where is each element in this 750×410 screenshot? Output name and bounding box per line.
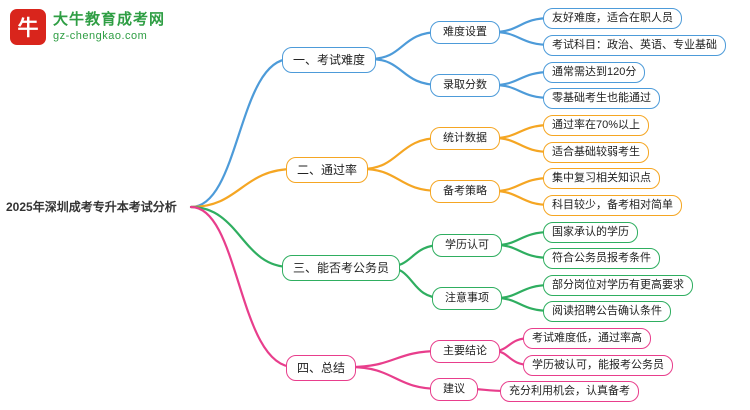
subnode-admission-score: 录取分数 — [430, 74, 500, 97]
leaf-node: 零基础考生也能通过 — [543, 88, 660, 109]
leaf-node: 充分利用机会，认真备考 — [500, 381, 639, 402]
leaf-node: 部分岗位对学历有更高要求 — [543, 275, 693, 296]
leaf-node: 国家承认的学历 — [543, 222, 638, 243]
branch-node-civil-service: 三、能否考公务员 — [282, 255, 401, 281]
subnode-precautions: 注意事项 — [432, 287, 502, 310]
logo-bull-icon: 牛 — [10, 9, 46, 45]
subnode-statistics: 统计数据 — [430, 127, 500, 150]
logo-mark-glyph: 牛 — [17, 17, 39, 40]
leaf-node: 科目较少，备考相对简单 — [543, 195, 682, 216]
leaf-node: 符合公务员报考条件 — [543, 248, 660, 269]
subnode-suggestion: 建议 — [430, 378, 478, 401]
subnode-difficulty-setting: 难度设置 — [430, 21, 500, 44]
branch-node-summary: 四、总结 — [286, 355, 357, 381]
subnode-prep-strategy: 备考策略 — [430, 180, 500, 203]
leaf-node: 考试难度低，通过率高 — [523, 328, 651, 349]
site-logo[interactable]: 牛 大牛教育成考网 gz-chengkao.com — [10, 9, 165, 45]
leaf-node: 通过率在70%以上 — [543, 115, 650, 136]
leaf-node: 适合基础较弱考生 — [543, 142, 649, 163]
subnode-degree-recognition: 学历认可 — [432, 234, 502, 257]
branch-node-exam-difficulty: 一、考试难度 — [282, 47, 377, 73]
branch-node-pass-rate: 二、通过率 — [286, 157, 369, 183]
leaf-node: 学历被认可，能报考公务员 — [523, 355, 673, 376]
brand-name: 大牛教育成考网 — [53, 11, 166, 28]
leaf-node: 考试科目：政治、英语、专业基础 — [543, 35, 726, 56]
root-topic: 2025年深圳成考专升本考试分析 — [6, 200, 177, 214]
site-domain: gz-chengkao.com — [53, 30, 148, 42]
leaf-node: 阅读招聘公告确认条件 — [543, 301, 671, 322]
leaf-node: 集中复习相关知识点 — [543, 168, 660, 189]
leaf-node: 友好难度，适合在职人员 — [543, 8, 682, 29]
logo-text-block: 大牛教育成考网 gz-chengkao.com — [53, 9, 165, 42]
subnode-main-conclusions: 主要结论 — [430, 340, 500, 363]
leaf-node: 通常需达到120分 — [543, 62, 646, 83]
branch1-connectors — [189, 16, 553, 209]
